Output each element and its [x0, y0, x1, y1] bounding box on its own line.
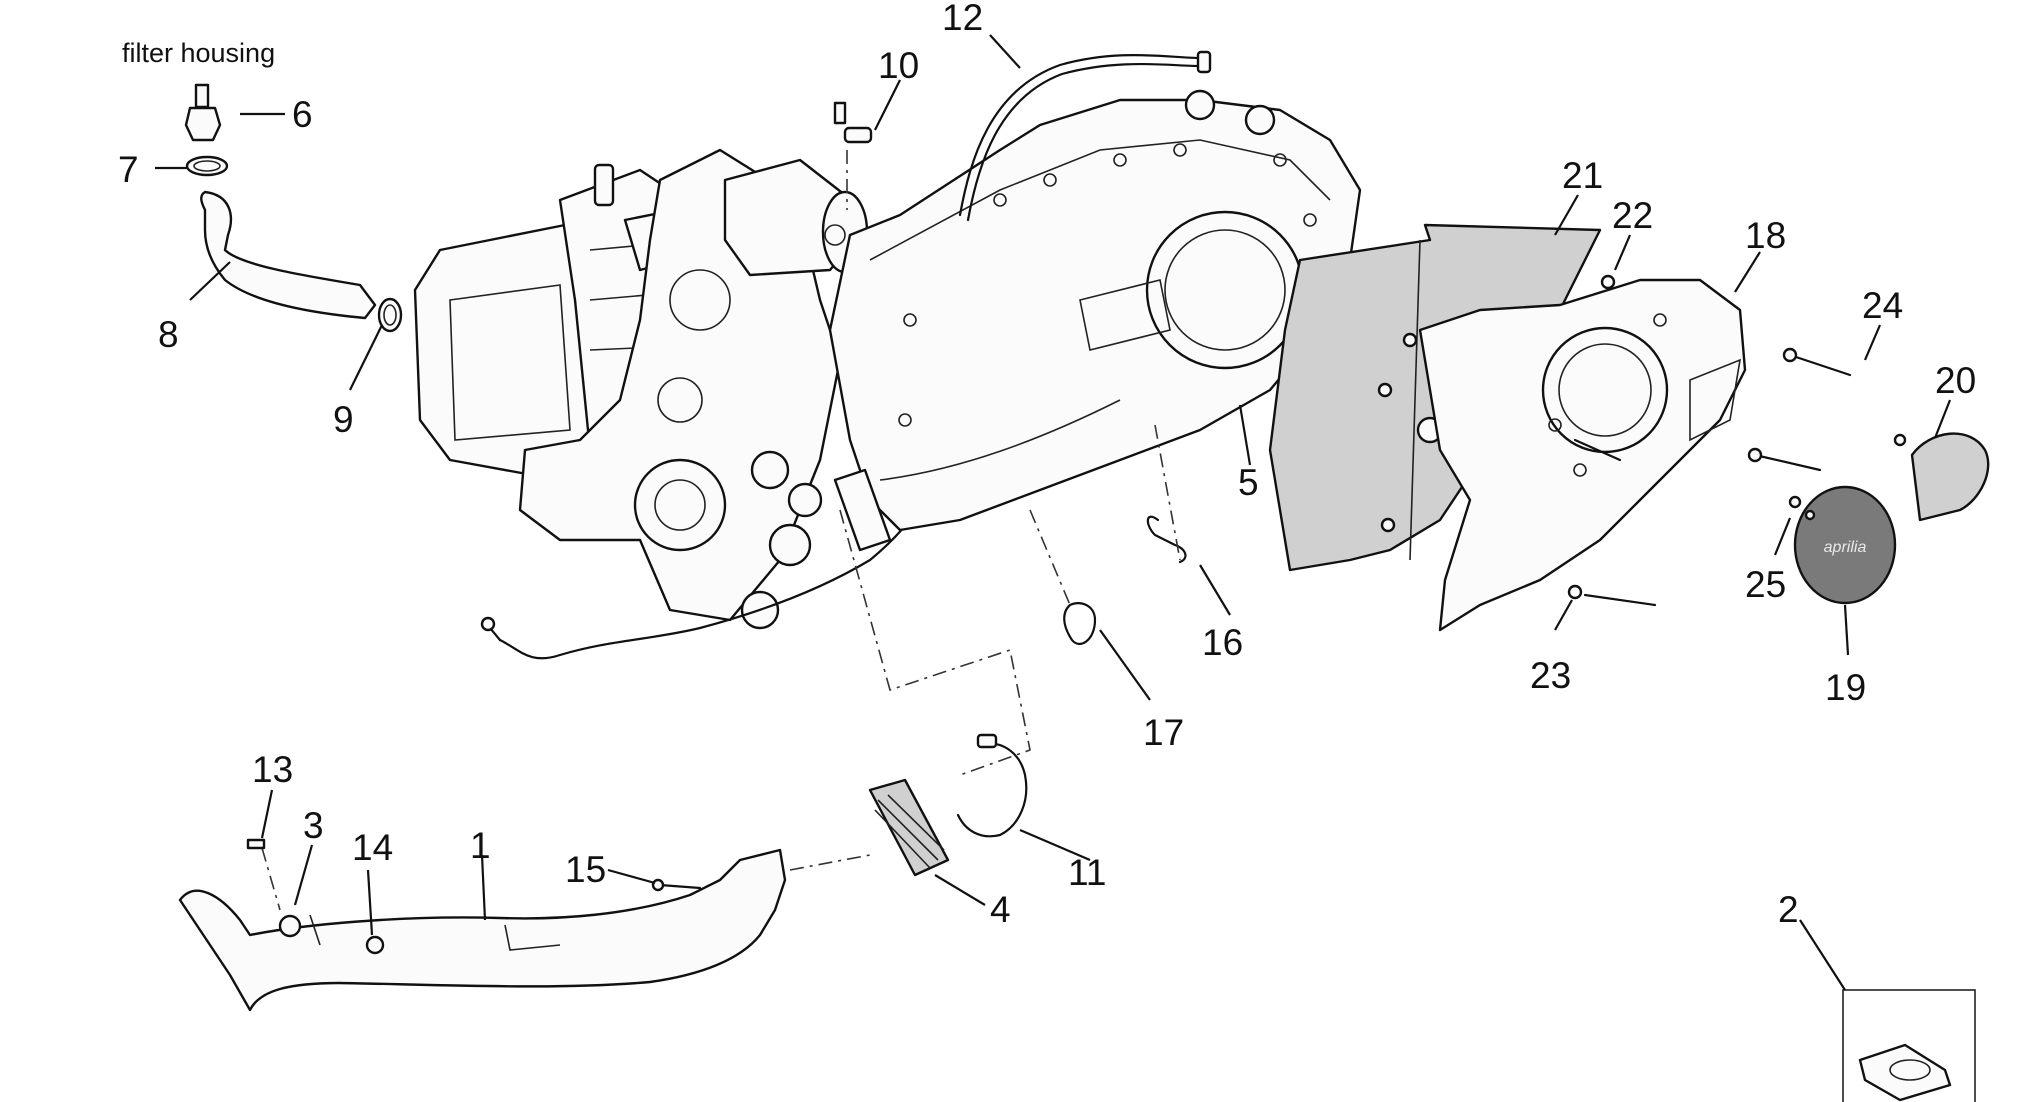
leader-lines	[155, 34, 1952, 991]
bolts	[1567, 274, 1907, 607]
engine-assembly	[413, 148, 922, 660]
label-10: 10	[878, 45, 919, 86]
breather-hose-12	[958, 54, 1202, 217]
part-10-screw	[833, 101, 873, 210]
aprilia-cap-19: aprilia	[1793, 485, 1897, 605]
clip-17	[1063, 602, 1097, 645]
label-18: 18	[1745, 215, 1786, 256]
label-7: 7	[118, 149, 139, 190]
label-15: 15	[565, 849, 606, 890]
label-1: 1	[470, 825, 491, 866]
label-8: 8	[158, 314, 179, 355]
label-22: 22	[1612, 195, 1653, 236]
label-17: 17	[1143, 712, 1184, 753]
label-5: 5	[1238, 462, 1259, 503]
label-13: 13	[252, 749, 293, 790]
label-21: 21	[1562, 155, 1603, 196]
label-23: 23	[1530, 655, 1571, 696]
label-9: 9	[333, 399, 354, 440]
label-11: 11	[1068, 852, 1106, 893]
clip-16	[1146, 515, 1187, 564]
plate-20	[1910, 432, 1990, 522]
label-6: 6	[292, 94, 313, 135]
filter-housing-parts	[184, 83, 403, 333]
label-24: 24	[1862, 285, 1903, 326]
label-19: 19	[1825, 667, 1866, 708]
label-16: 16	[1202, 622, 1243, 663]
part-number-labels: 1 2 3 4 5 6 7 8 9 10 11 12 13 14 15 16 1…	[118, 0, 1976, 930]
filter-housing-caption: filter housing	[122, 38, 275, 68]
label-2: 2	[1778, 889, 1799, 930]
label-4: 4	[990, 889, 1011, 930]
clamp-11	[956, 742, 1028, 838]
label-3: 3	[303, 805, 324, 846]
filter-element-4	[868, 778, 950, 877]
label-25: 25	[1745, 564, 1786, 605]
label-14: 14	[352, 827, 393, 868]
label-12: 12	[942, 0, 983, 38]
label-20: 20	[1935, 360, 1976, 401]
aprilia-logo-text: aprilia	[1824, 539, 1867, 556]
inset-box-part-2	[1842, 989, 1976, 1102]
